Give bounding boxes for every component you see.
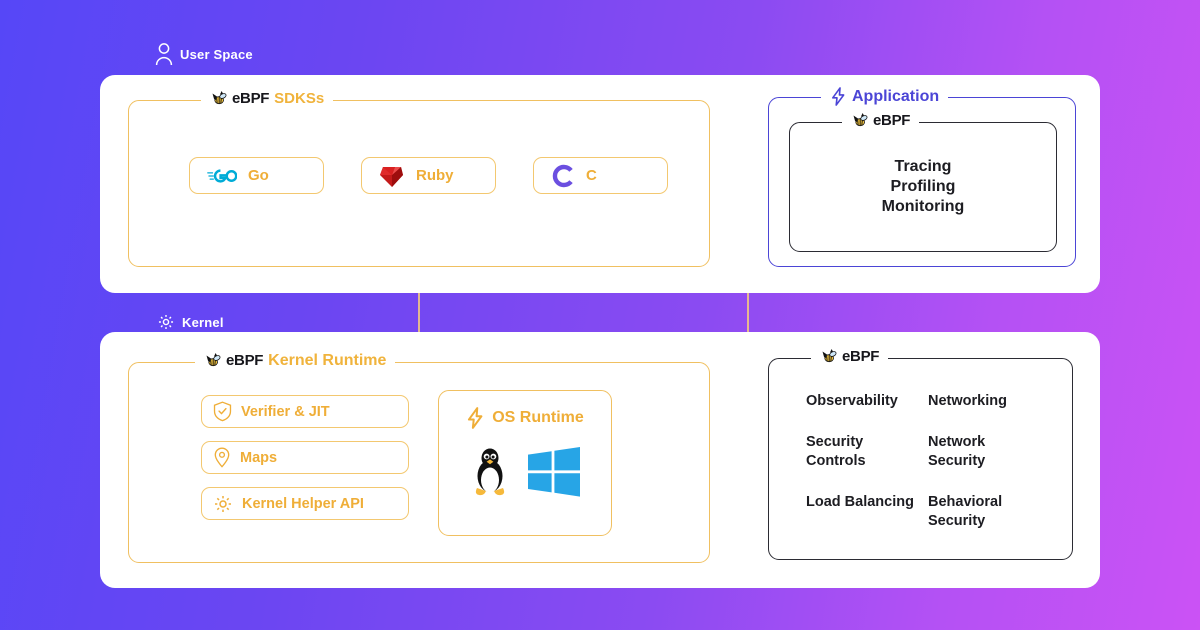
ebpf-bee-icon — [212, 91, 227, 105]
kernel-runtime-item-list: Verifier & JIT Maps Kernel Helper API — [201, 395, 409, 520]
kernel-item-label: Verifier & JIT — [241, 403, 330, 420]
box-application: Application — [768, 87, 1076, 267]
linux-penguin-icon — [475, 448, 505, 496]
use-case-item: Load Balancing — [806, 493, 914, 510]
kernel-item-verifier-jit[interactable]: Verifier & JIT — [201, 395, 409, 428]
legend-sdks-text: SDKSs — [274, 90, 325, 107]
use-case-item: Security Controls — [806, 433, 866, 470]
ebpf-bee-icon — [853, 113, 868, 127]
c-logo-icon — [552, 164, 573, 187]
shield-check-icon — [213, 401, 232, 422]
sdk-label-ruby: Ruby — [416, 167, 454, 184]
kernel-item-label: Maps — [240, 449, 278, 466]
box-use-cases: eBPF Observability Networking Security C… — [768, 348, 1073, 560]
use-case-item: Behavioral Security — [928, 493, 1003, 530]
zone-label-kernel: Kernel — [157, 313, 224, 331]
ebpf-text: eBPF — [842, 348, 880, 365]
box-kernel-runtime: eBPF Kernel Runtime Verifier & JIT Maps — [128, 352, 710, 563]
box-os-runtime: OS Runtime — [438, 390, 612, 536]
kernel-item-maps[interactable]: Maps — [201, 441, 409, 474]
application-capability: Monitoring — [881, 198, 965, 215]
os-runtime-header: OS Runtime — [439, 407, 611, 429]
ebpf-bee-icon — [822, 349, 837, 363]
ebpf-wordmark: eBPF — [820, 348, 879, 365]
zone-label-kernel-text: Kernel — [182, 314, 224, 330]
box-sdks: eBPF SDKSs Go — [128, 90, 710, 267]
zone-label-user-space-text: User Space — [180, 46, 253, 62]
legend-application: Application — [821, 87, 949, 106]
legend-kernel-runtime: eBPF Kernel Runtime — [195, 351, 396, 369]
legend-application-text: Application — [852, 87, 940, 105]
ebpf-wordmark: eBPF — [204, 352, 263, 369]
sdk-chip-list: Go Ruby C — [189, 157, 668, 194]
sdk-label-c: C — [586, 167, 597, 184]
use-case-item: Observability — [806, 393, 898, 409]
sdk-chip-go[interactable]: Go — [189, 157, 324, 194]
sdk-chip-c[interactable]: C — [533, 157, 668, 194]
lightning-bolt-icon — [831, 87, 845, 106]
kernel-item-helper-api[interactable]: Kernel Helper API — [201, 487, 409, 520]
use-case-item: Networking — [928, 393, 1007, 409]
gear-icon — [215, 495, 231, 512]
zone-label-user-space: User Space — [155, 42, 253, 66]
use-case-grid: Observability Networking Security Contro… — [806, 392, 1038, 532]
sdk-chip-ruby[interactable]: Ruby — [361, 157, 496, 194]
ebpf-bee-icon — [206, 353, 221, 367]
legend-sdks: eBPF SDKSs — [201, 90, 334, 107]
os-logo-list — [439, 446, 611, 498]
lightning-bolt-icon — [468, 407, 483, 429]
user-icon — [155, 43, 173, 66]
sdk-label-go: Go — [248, 167, 269, 184]
ebpf-text: eBPF — [232, 90, 270, 107]
ruby-logo-icon — [380, 166, 403, 187]
application-capability: Profiling — [890, 178, 956, 195]
map-pin-icon — [214, 447, 230, 468]
legend-use-cases: eBPF — [811, 348, 889, 365]
use-case-item: Network Security — [928, 433, 986, 470]
ebpf-wordmark: eBPF — [851, 112, 910, 129]
kernel-item-label: Kernel Helper API — [242, 495, 364, 512]
application-capability: Tracing — [894, 158, 952, 175]
box-application-inner: eBPF Tracing Profiling Monitoring — [789, 112, 1057, 252]
gear-icon — [158, 314, 174, 330]
legend-kernel-runtime-text: Kernel Runtime — [268, 351, 387, 369]
legend-application-ebpf: eBPF — [842, 112, 920, 129]
ebpf-wordmark: eBPF — [210, 90, 269, 107]
ebpf-text: eBPF — [226, 352, 264, 369]
go-logo-icon — [207, 168, 237, 183]
application-capability-list: Tracing Profiling Monitoring — [790, 123, 1056, 251]
ebpf-text: eBPF — [873, 112, 911, 129]
windows-logo-icon — [528, 447, 580, 497]
os-runtime-title: OS Runtime — [492, 409, 584, 426]
